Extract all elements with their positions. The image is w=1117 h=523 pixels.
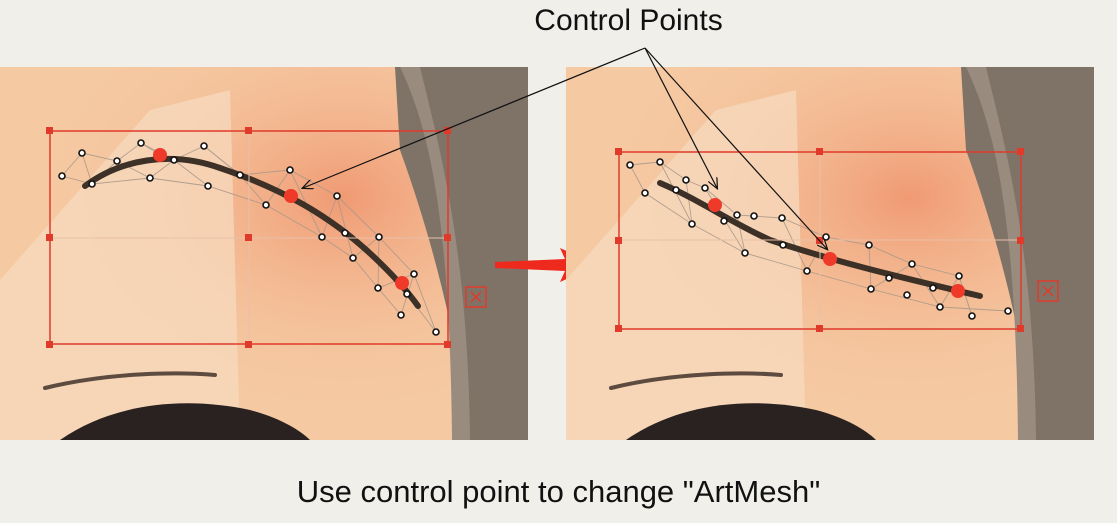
caption: Use control point to change "ArtMesh": [296, 474, 821, 509]
control-point[interactable]: [395, 276, 409, 290]
callout-pointers: [303, 47, 827, 249]
control-point[interactable]: [823, 252, 837, 266]
close-x-icon[interactable]: [1037, 280, 1059, 302]
close-x-icon[interactable]: [465, 286, 487, 308]
control-points[interactable]: [153, 148, 409, 290]
hair-strand: [395, 67, 528, 440]
control-point[interactable]: [708, 198, 722, 212]
control-points[interactable]: [708, 198, 965, 298]
frame-handles[interactable]: [46, 127, 451, 348]
skin-highlight: [566, 90, 806, 440]
control-point[interactable]: [284, 189, 298, 203]
control-point[interactable]: [951, 284, 965, 298]
skin-highlight: [0, 90, 240, 440]
hair-strand: [961, 67, 1094, 440]
eyebrow-stroke: [82, 155, 421, 309]
right-panel-after: [566, 67, 1094, 440]
control-points-title: Control Points: [534, 4, 723, 37]
eye-lash: [60, 403, 310, 440]
mesh-vertices[interactable]: [58, 139, 440, 336]
left-panel-before: [0, 67, 528, 440]
eyebrow-stroke: [657, 180, 983, 299]
control-point[interactable]: [153, 148, 167, 162]
eye-lash: [626, 403, 876, 440]
